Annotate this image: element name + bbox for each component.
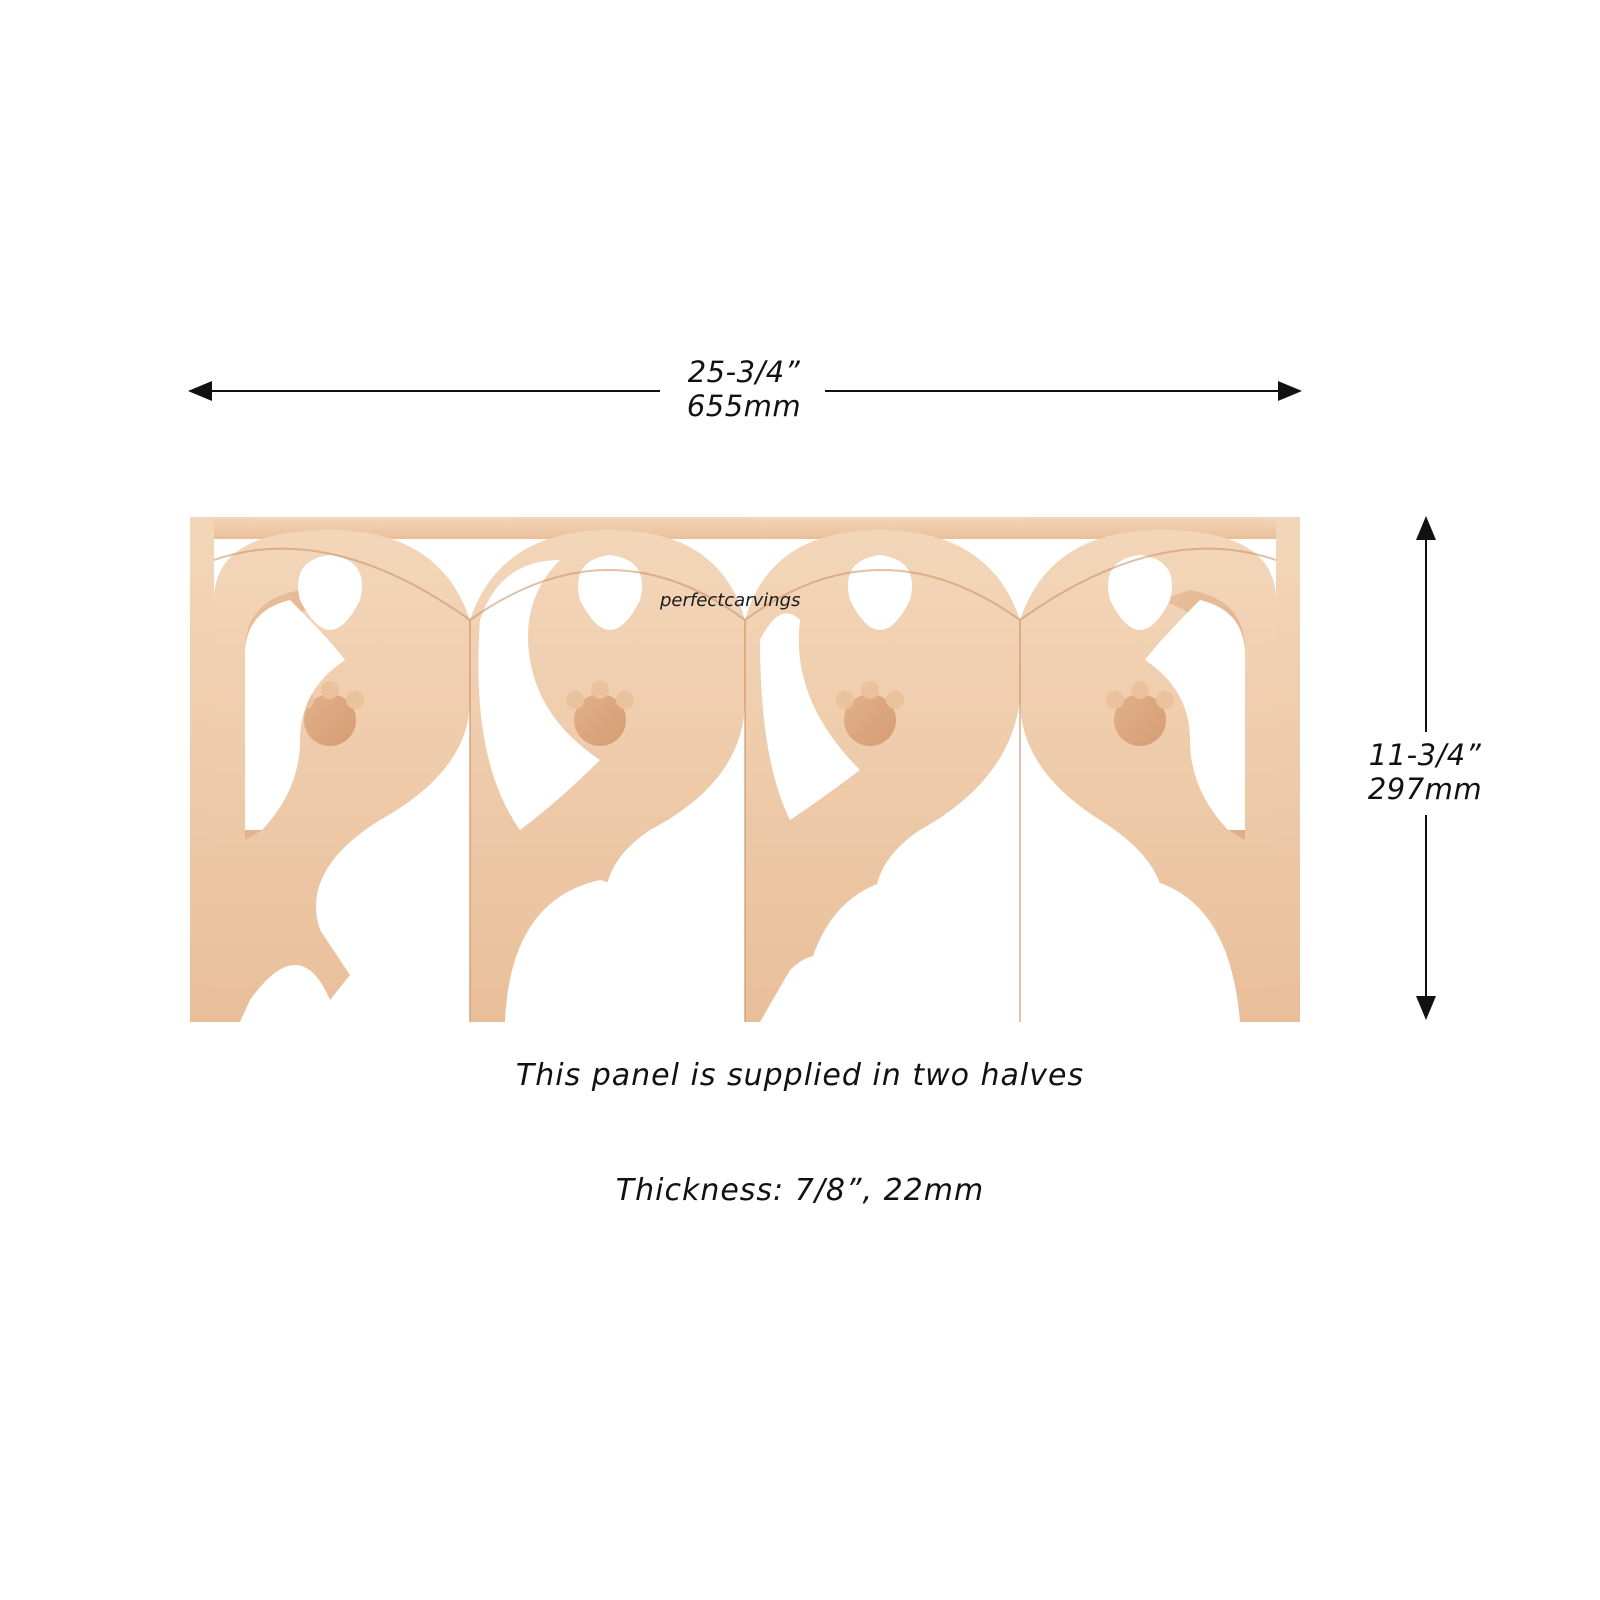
thickness-note: Thickness: 7/8”, 22mm bbox=[615, 1173, 985, 1208]
panel-openings bbox=[245, 600, 1245, 1022]
width-label: 25-3/4” 655mm bbox=[664, 355, 824, 423]
arch-unit-2 bbox=[470, 530, 745, 1022]
height-metric: 297mm bbox=[1367, 772, 1483, 806]
relief-lines bbox=[213, 547, 1277, 1022]
height-label: 11-3/4” 297mm bbox=[1355, 738, 1495, 806]
watermark: perfectcarvings bbox=[660, 590, 801, 611]
width-metric: 655mm bbox=[686, 389, 802, 423]
height-imperial: 11-3/4” bbox=[1368, 738, 1482, 772]
arch-unit-3 bbox=[745, 530, 1020, 1022]
supply-note: This panel is supplied in two halves bbox=[515, 1058, 1085, 1093]
width-imperial: 25-3/4” bbox=[687, 355, 801, 389]
carved-panel bbox=[190, 517, 1300, 1022]
